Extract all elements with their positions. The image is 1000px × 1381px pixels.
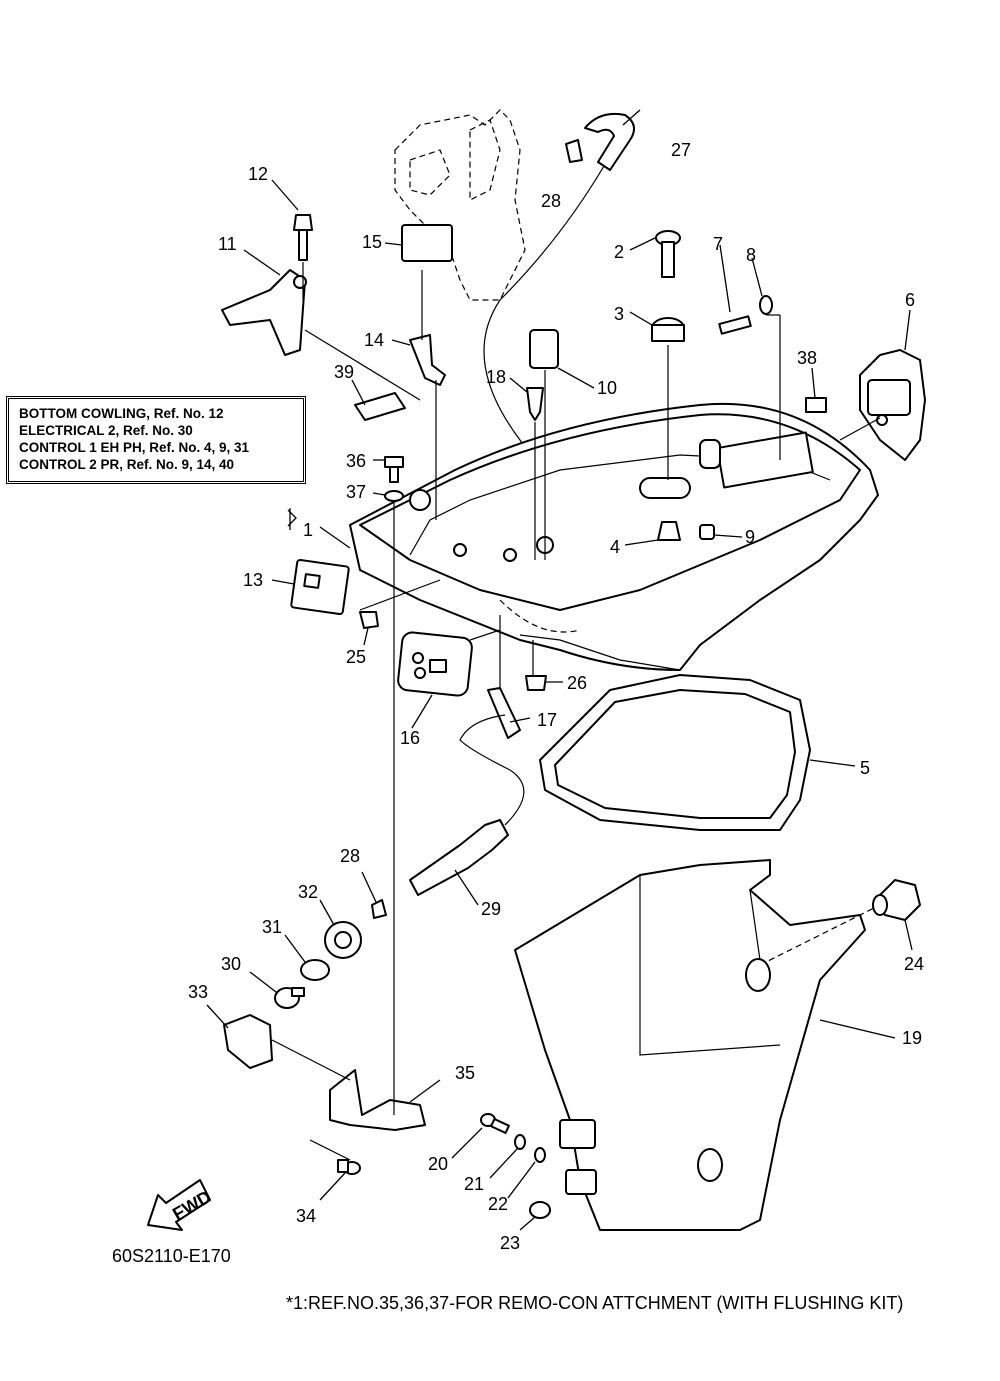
- label-15: 15: [362, 232, 382, 252]
- ref-bracket-mark: [287, 509, 297, 527]
- label-25: 25: [346, 647, 366, 667]
- label-8: 8: [746, 245, 756, 265]
- label-37: 37: [346, 482, 366, 502]
- label-19: 19: [902, 1028, 922, 1048]
- label-14: 14: [364, 330, 384, 350]
- label-24: 24: [904, 954, 924, 974]
- label-39: 39: [334, 362, 354, 382]
- label-28-upper: 28: [541, 191, 561, 211]
- reference-box: BOTTOM COWLING, Ref. No. 12 ELECTRICAL 2…: [6, 396, 306, 484]
- engine-block-outline: [394, 109, 526, 301]
- label-27: 27: [671, 140, 691, 160]
- reference-line: ELECTRICAL 2, Ref. No. 30: [19, 423, 193, 438]
- label-35: 35: [455, 1063, 475, 1083]
- label-23: 23: [500, 1233, 520, 1253]
- fwd-arrow-icon: FWD: [147, 1179, 215, 1231]
- bracket-11: [221, 269, 307, 356]
- label-10: 10: [597, 378, 617, 398]
- label-1: 1: [303, 520, 313, 540]
- bracket-6: [859, 349, 926, 461]
- bottom-cowling: [349, 402, 879, 671]
- label-6: 6: [905, 290, 915, 310]
- grommet-24: [872, 879, 921, 921]
- reference-line: CONTROL 1 EH PH, Ref. No. 4, 9, 31: [19, 440, 250, 455]
- label-17: 17: [537, 710, 557, 730]
- label-20: 20: [428, 1154, 448, 1174]
- label-18: 18: [486, 367, 506, 387]
- label-3: 3: [614, 304, 624, 324]
- label-30: 30: [221, 954, 241, 974]
- label-5: 5: [860, 758, 870, 778]
- label-28-lower: 28: [340, 846, 360, 866]
- label-38: 38: [797, 348, 817, 368]
- label-33: 33: [188, 982, 208, 1002]
- label-4: 4: [610, 537, 620, 557]
- label-21: 21: [464, 1174, 484, 1194]
- label-16: 16: [400, 728, 420, 748]
- reference-line: CONTROL 2 PR, Ref. No. 9, 14, 40: [19, 457, 235, 472]
- label-12: 12: [248, 164, 268, 184]
- label-31: 31: [262, 917, 282, 937]
- diagram-code: 60S2110-E170: [112, 1246, 231, 1266]
- label-11: 11: [218, 234, 237, 254]
- label-29: 29: [481, 899, 501, 919]
- reference-line: BOTTOM COWLING, Ref. No. 12: [19, 406, 224, 421]
- part-labels: 1 2 3 4 5 6 7 8 9 10 11 12 13 14 15 16 1…: [188, 140, 924, 1253]
- small-parts: [223, 139, 827, 1219]
- label-7: 7: [713, 234, 723, 254]
- label-36: 36: [346, 451, 366, 471]
- label-13: 13: [243, 570, 263, 590]
- leader-lines: [206, 109, 913, 1231]
- label-26: 26: [567, 673, 587, 693]
- footnote: *1:REF.NO.35,36,37-FOR REMO-CON ATTCHMEN…: [286, 1293, 904, 1313]
- assembly-lines: [271, 262, 881, 1161]
- label-34: 34: [296, 1206, 316, 1226]
- label-22: 22: [488, 1194, 508, 1214]
- cowling-seal-5: [539, 674, 811, 831]
- label-9: 9: [745, 527, 755, 547]
- label-2: 2: [614, 242, 624, 262]
- label-32: 32: [298, 882, 318, 902]
